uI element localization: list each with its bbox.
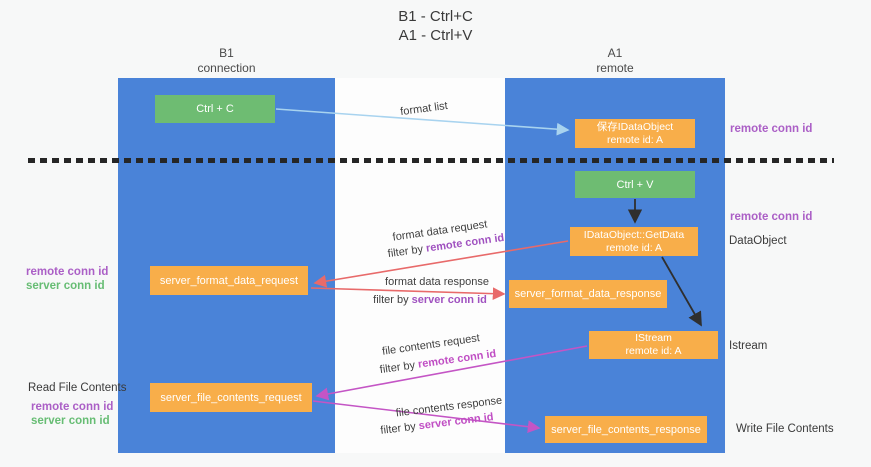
lane-header-b1: B1 connection (118, 46, 335, 76)
arrow-getdata-to-istream (661, 256, 702, 327)
node-ctrl-c: Ctrl + C (155, 95, 275, 123)
arrow-file-contents-request (315, 345, 588, 401)
node-ctrl-v: Ctrl + V (575, 171, 695, 198)
arrow-format-data-request (313, 240, 569, 288)
annotation-write-file-contents: Write File Contents (736, 423, 834, 435)
arrow-format-list (275, 108, 570, 136)
getdata-line1: IDataObject::GetData (583, 228, 685, 241)
clipboard-boundary-dashed-line (28, 158, 834, 163)
annotation-read-file-contents: Read File Contents (28, 382, 127, 394)
lane-b1-role: connection (197, 61, 256, 75)
annotation-left-remote-conn-id-top: remote conn id (26, 266, 109, 278)
annotation-left-server-conn-id-top: server conn id (26, 280, 105, 292)
lane-a1-role: remote (596, 61, 634, 75)
annotation-remote-conn-id-top: remote conn id (730, 123, 813, 135)
lane-b1-name: B1 (219, 46, 234, 60)
annotation-left-remote-conn-id-bottom: remote conn id (31, 401, 114, 413)
node-istream: IStream remote id: A (589, 331, 718, 359)
diagram-title: B1 - Ctrl+C A1 - Ctrl+V (0, 7, 871, 45)
save-idataobject-line1: 保存IDataObject (596, 120, 674, 133)
node-server-format-data-request: server_format_data_request (150, 266, 308, 295)
istream-line2: remote id: A (625, 345, 682, 357)
ctrl-c-label: Ctrl + C (196, 103, 234, 115)
annotation-left-server-conn-id-bottom: server conn id (31, 415, 110, 427)
node-server-file-contents-response: server_file_contents_response (545, 416, 707, 443)
lane-header-a1: A1 remote (505, 46, 725, 76)
flow-label-format-data-response: format data response (385, 276, 489, 288)
node-server-format-data-response: server_format_data_response (509, 280, 667, 308)
annotation-dataobject: DataObject (729, 235, 787, 247)
server-file-contents-response-label: server_file_contents_response (551, 423, 701, 436)
node-idataobject-getdata: IDataObject::GetData remote id: A (570, 227, 698, 256)
filter-key-server-conn-id: server conn id (411, 294, 487, 306)
ctrl-v-label: Ctrl + V (616, 178, 654, 191)
getdata-line2: remote id: A (605, 241, 663, 254)
node-server-file-contents-request: server_file_contents_request (150, 383, 312, 412)
annotation-istream: Istream (729, 340, 768, 352)
istream-line1: IStream (635, 332, 672, 344)
server-format-data-request-label: server_format_data_request (159, 274, 299, 287)
arrow-file-contents-response (312, 400, 541, 434)
lane-a1-name: A1 (607, 46, 623, 60)
annotation-remote-conn-id-mid: remote conn id (730, 211, 813, 223)
server-file-contents-request-label: server_file_contents_request (160, 391, 302, 404)
flow-filter-format-data-response: filter by server conn id (373, 294, 487, 306)
node-save-idataobject: 保存IDataObject remote id: A (575, 119, 695, 148)
title-line-2: A1 - Ctrl+V (398, 27, 473, 44)
arrow-format-data-response (310, 287, 506, 301)
server-format-data-response-label: server_format_data_response (514, 288, 662, 300)
filter-prefix: filter by (373, 294, 412, 306)
title-line-1: B1 - Ctrl+C (398, 8, 473, 25)
save-idataobject-line2: remote id: A (606, 133, 664, 146)
